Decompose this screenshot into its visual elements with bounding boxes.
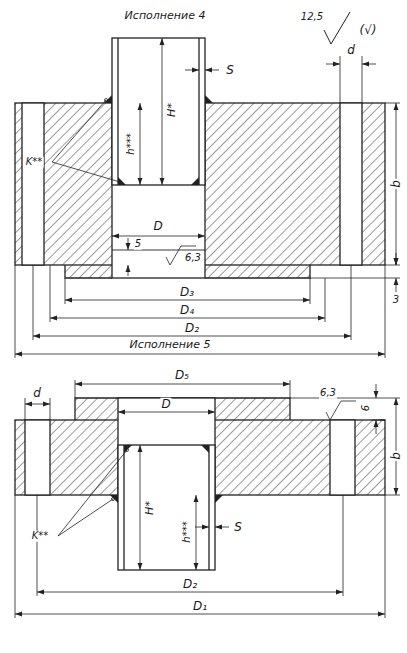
roughness-value: 12,5 <box>300 12 324 23</box>
diameter-dimension: D₃ <box>179 286 195 299</box>
weld-leg: K** <box>31 531 50 542</box>
flange-4 <box>15 38 385 278</box>
dimensions-5 <box>15 380 400 618</box>
spigot-height: 3 <box>392 295 400 306</box>
wall-thickness: S <box>233 521 243 534</box>
flange-5 <box>15 398 385 570</box>
bore-diameter: D <box>160 398 171 411</box>
flange-thickness: b <box>390 179 403 189</box>
roughness-value: 6,3 <box>319 388 337 399</box>
hole-diameter: d <box>32 387 42 400</box>
diameter-dimension: D₅ <box>174 369 190 382</box>
socket-depth: h*** <box>182 520 193 543</box>
diameter-dimension: D₄ <box>179 304 195 317</box>
diameter-dimension: D₂ <box>184 322 200 335</box>
socket-depth: h*** <box>126 132 137 155</box>
diameter-dimension: D₂ <box>182 578 198 591</box>
pipe-length: H* <box>144 500 156 516</box>
weld-leg: K** <box>25 157 44 168</box>
bore-diameter: D <box>152 220 163 233</box>
diameter-dimension: D₁ <box>192 600 208 613</box>
roughness-value: 6,3 <box>184 253 202 264</box>
roughness-symbol: (√) <box>358 24 377 37</box>
view-title: Исполнение 4 <box>124 10 207 22</box>
flange-thickness: b <box>390 451 403 461</box>
pipe-length: H* <box>166 102 178 118</box>
wall-thickness: S <box>225 64 235 77</box>
view-title: Исполнение 5 <box>129 339 212 351</box>
face-height: 6 <box>361 404 372 412</box>
recess-depth: 5 <box>134 239 142 250</box>
roughness-general <box>324 12 350 44</box>
dimensions-4 <box>15 38 400 358</box>
hole-diameter: d <box>346 44 356 57</box>
